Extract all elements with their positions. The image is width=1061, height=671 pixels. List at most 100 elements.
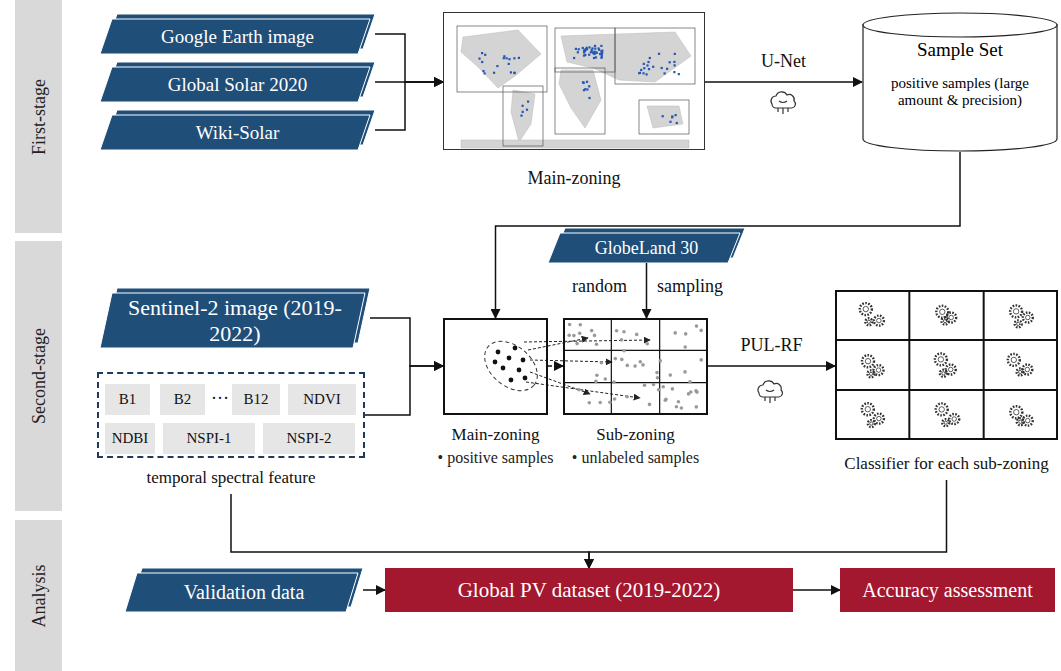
feature-chip: NSPI-1 [163,423,255,454]
landmass [559,70,601,128]
pv-dot [649,57,651,59]
grid-line [836,339,1057,341]
unlabeled-dot [648,403,652,407]
stage-band: Analysis [15,520,62,671]
unlabeled-dot [600,361,604,365]
gear-icon [876,368,881,373]
node-text: GlobeLand 30 [595,238,698,259]
pv-dot [520,115,522,117]
gear-icon [1023,416,1033,426]
pv-dot [669,121,671,123]
stage-band: First-stage [15,0,62,233]
gear-icon [949,315,954,320]
pv-dot [510,71,512,73]
unlabeled-dot [613,397,617,401]
grid-line [983,291,985,439]
unlabeled-dot [626,364,630,368]
pv-dot [527,101,529,103]
text-slot: Google Earth image [100,19,375,54]
pv-dot [518,57,520,59]
landmass [461,140,689,148]
landmass [461,30,541,88]
unlabeled-dot [622,330,626,334]
gear-icon [1017,322,1020,325]
feature-chip: B12 [232,384,280,415]
unlabeled-dot [655,371,659,375]
unlabeled-dot [699,329,703,333]
positive-dot [507,356,512,361]
pv-dot [643,63,645,65]
pv-dot [588,85,590,87]
gear-icon [1017,369,1024,376]
pv-dot [676,122,678,124]
pv-dot [673,71,675,73]
gear-icon [1025,367,1030,372]
connector [375,34,443,82]
node-text: Second-stage [28,328,49,424]
connector [708,365,835,367]
text-slot: Wiki-Solar [100,115,375,150]
text-slot: Global Solar 2020 [100,67,375,102]
pv-dot [513,72,515,74]
gear-icon [1019,420,1022,423]
node-text: B2 [174,391,192,408]
unlabeled-dot [656,376,660,380]
gear-icon [1010,406,1022,418]
unlabeled-dot [612,380,616,384]
pv-dot [671,115,673,117]
gear-icon [952,417,957,422]
data-source: Google Earth image [100,14,375,54]
node-text: NDVI [303,391,341,408]
text-slot: NDBI [105,423,155,454]
unlabeled-dot [588,401,592,405]
pv-dot [662,115,664,117]
pv-dot [582,47,584,49]
gear-icon [936,403,948,415]
network-icon [771,92,795,114]
text-slot: B2 [160,384,205,415]
pv-dot [596,52,598,54]
feature-chip: NSPI-2 [263,423,355,454]
gear-icon [944,421,947,424]
connector [646,263,648,318]
pv-dot [484,54,486,56]
gear-icon [943,320,946,323]
data-source: GlobeLand 30 [548,228,745,263]
gear-icon [1010,305,1022,317]
unlabeled-dot [604,377,608,381]
gear-icon [1015,320,1022,327]
pv-dot [664,72,666,74]
node-text: Classifier for each sub-zoning [844,454,1048,473]
gear-icon [869,372,872,375]
grid-line [836,389,1057,391]
pv-dot [646,64,648,66]
pv-dot [594,45,596,47]
node-text: • positive samples [438,449,554,466]
unlabeled-dot [595,342,599,346]
unlabeled-dot [680,406,684,410]
classifier-grid-shape [835,290,1058,440]
pv-dot [586,88,588,90]
pv-dot [674,64,676,66]
pv-dot [583,50,585,52]
stage-band: Second-stage [15,241,62,511]
zone-outline [457,26,547,92]
node-text: NDBI [112,430,149,447]
unlabeled-dot [646,342,650,346]
node-text: Accuracy assessment [862,579,1033,602]
pv-dot [673,61,675,63]
unlabeled-dot [695,324,699,328]
pv-dot [678,73,680,75]
pv-dot [584,54,586,56]
text-slot: Validation data [125,573,363,612]
grid-line [564,350,707,351]
unlabeled-dot [688,380,692,384]
node-text: positive samples (large amount & precisi… [872,75,1048,110]
pv-dot [652,66,654,68]
gear-icon [877,416,882,421]
pv-dot [674,53,676,55]
gear-icon [1014,410,1019,415]
zone-outline [503,86,543,146]
unlabeled-dot [669,373,673,377]
gear-icon [940,309,945,314]
